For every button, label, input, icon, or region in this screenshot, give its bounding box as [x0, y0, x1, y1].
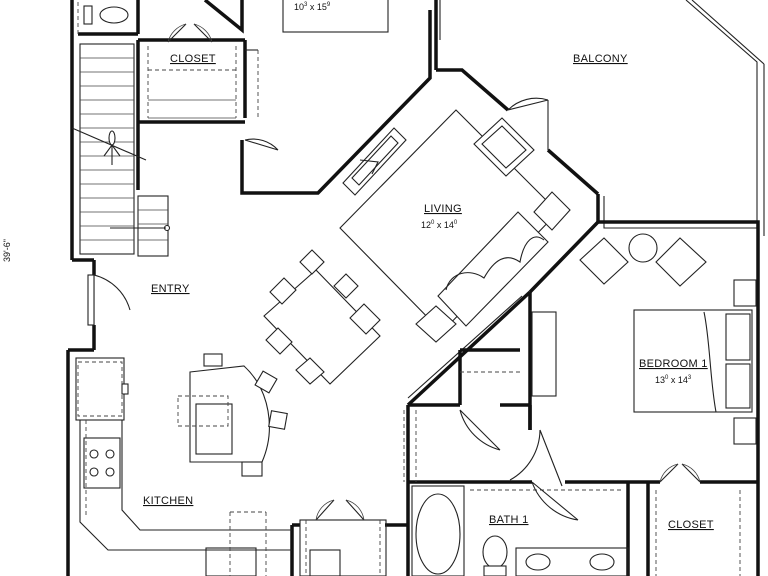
top-room-rug	[282, 0, 389, 33]
bedroom-dimension: 130 x 143	[655, 375, 692, 385]
hall	[403, 371, 563, 487]
entry-label: ENTRY	[151, 283, 190, 295]
kitchen-label: KITCHEN	[143, 495, 193, 507]
living-furniture	[339, 97, 571, 343]
stairs	[71, 43, 171, 257]
living-label: LIVING	[424, 203, 462, 215]
closet-top-label: CLOSET	[170, 53, 216, 65]
living-dimension: 120 x 140	[421, 220, 458, 230]
bedroom-label: BEDROOM 1	[639, 358, 708, 370]
kitchen-island	[177, 353, 288, 477]
entry-door	[87, 274, 131, 326]
closet-top	[147, 23, 259, 120]
kitchen-counters	[75, 357, 292, 576]
bedroom-furniture	[531, 233, 757, 576]
closet-bottom-label: CLOSET	[668, 519, 714, 531]
overall-dimension: 39'-6"	[2, 239, 12, 262]
pantry	[299, 499, 387, 576]
walls	[66, 0, 765, 576]
top-toilet	[77, 0, 129, 34]
bath-1-fixtures	[411, 481, 629, 576]
closet-door-swing	[244, 138, 279, 151]
dining-set	[263, 249, 381, 385]
top-room-dimension: 103 x 159	[294, 2, 331, 12]
labels: 103 x 159 CLOSET BALCONY LIVING 120 x 14…	[2, 2, 714, 531]
balcony-label: BALCONY	[573, 53, 628, 65]
bath-1-label: BATH 1	[489, 514, 529, 526]
